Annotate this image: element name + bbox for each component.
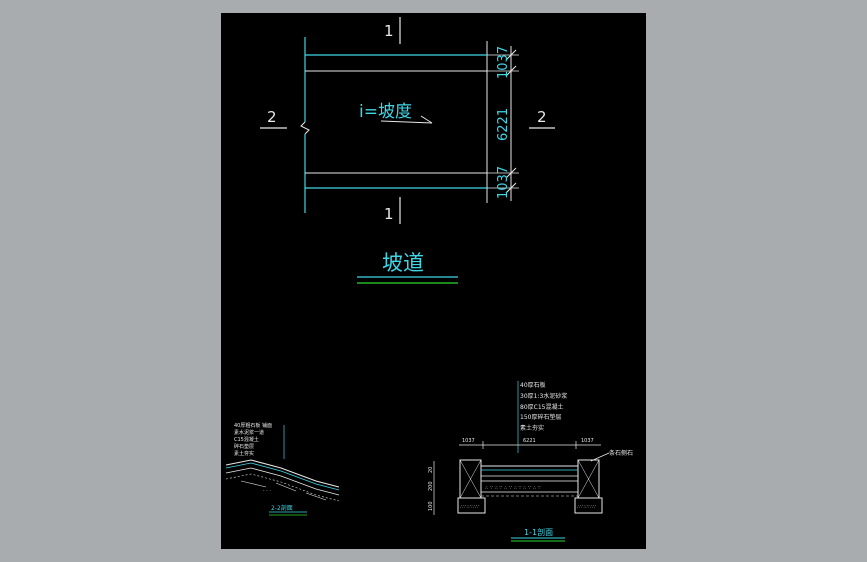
section-callout-2: 30厚1:3水泥砂浆 (520, 392, 567, 400)
left-callout-5: 素土夯实 (234, 450, 254, 457)
section-vdim-2: 200 (428, 481, 434, 491)
section-1-bottom-label: 1 (384, 205, 394, 223)
section-vdim-1: 20 (428, 467, 434, 473)
section-hatch-1: ∴ ∵ ∴ ∵ ∴ ∵ ∴ ∵ ∴ ∵ ∴ ∵ (485, 485, 541, 491)
left-detail-callouts: 40厚粗石板 铺面 素水泥浆一道 C15混凝土 碎石垫层 素土夯实 (234, 422, 285, 459)
left-detail-hatch: · · · (263, 488, 271, 494)
drawing-canvas: 1037 6221 1037 1 1 2 2 i=坡度 坡道 40厚粗石板 铺面… (221, 13, 646, 549)
footing-hatch-right: ∴∵∴∵∴∵ (577, 504, 596, 510)
cad-drawing: 1037 6221 1037 1 1 2 2 i=坡度 坡道 40厚粗石板 铺面… (225, 17, 633, 542)
left-callout-2: 素水泥浆一道 (234, 429, 264, 436)
left-detail-title: 2-2剖面 (271, 504, 293, 512)
section-dim-middle: 6221 (523, 438, 536, 444)
section-dim-right: 1037 (581, 438, 594, 444)
footing-hatch-left: ∴∵∴∵∴∵ (460, 504, 479, 510)
left-callout-1: 40厚粗石板 铺面 (234, 422, 272, 429)
left-detail: 40厚粗石板 铺面 素水泥浆一道 C15混凝土 碎石垫层 素土夯实 · · · … (225, 422, 340, 516)
section-2-left-label: 2 (267, 108, 277, 126)
dim-bottom-text: 1037 (496, 166, 511, 199)
section-dim-left: 1037 (462, 438, 475, 444)
left-callout-3: C15混凝土 (234, 436, 259, 443)
dim-middle-text: 6221 (496, 108, 511, 141)
section-callout-5: 素土夯实 (520, 424, 544, 432)
section-1-1-detail: 40厚石板 30厚1:3水泥砂浆 80厚C15混凝土 150厚碎石垫层 素土夯实… (428, 381, 633, 542)
section-callout-3: 80厚C15混凝土 (520, 403, 563, 411)
plan-title-block: 坡道 (357, 251, 458, 284)
section-1-top-label: 1 (384, 22, 394, 40)
ramp-plan: 1037 6221 1037 1 1 2 2 i=坡度 (260, 17, 555, 224)
section-callout-4: 150厚碎石垫层 (520, 413, 561, 421)
dim-top-text: 1037 (496, 46, 511, 79)
left-callout-4: 碎石垫层 (234, 443, 254, 450)
section-callout-1: 40厚石板 (520, 381, 546, 389)
section-vdim-3: 100 (428, 501, 434, 511)
plan-title: 坡道 (382, 251, 424, 275)
section-2-right-label: 2 (537, 108, 547, 126)
section-title: 1-1剖面 (524, 527, 553, 537)
slope-label: i=坡度 (359, 102, 412, 122)
section-side-label: 条石侧石 (609, 449, 633, 457)
